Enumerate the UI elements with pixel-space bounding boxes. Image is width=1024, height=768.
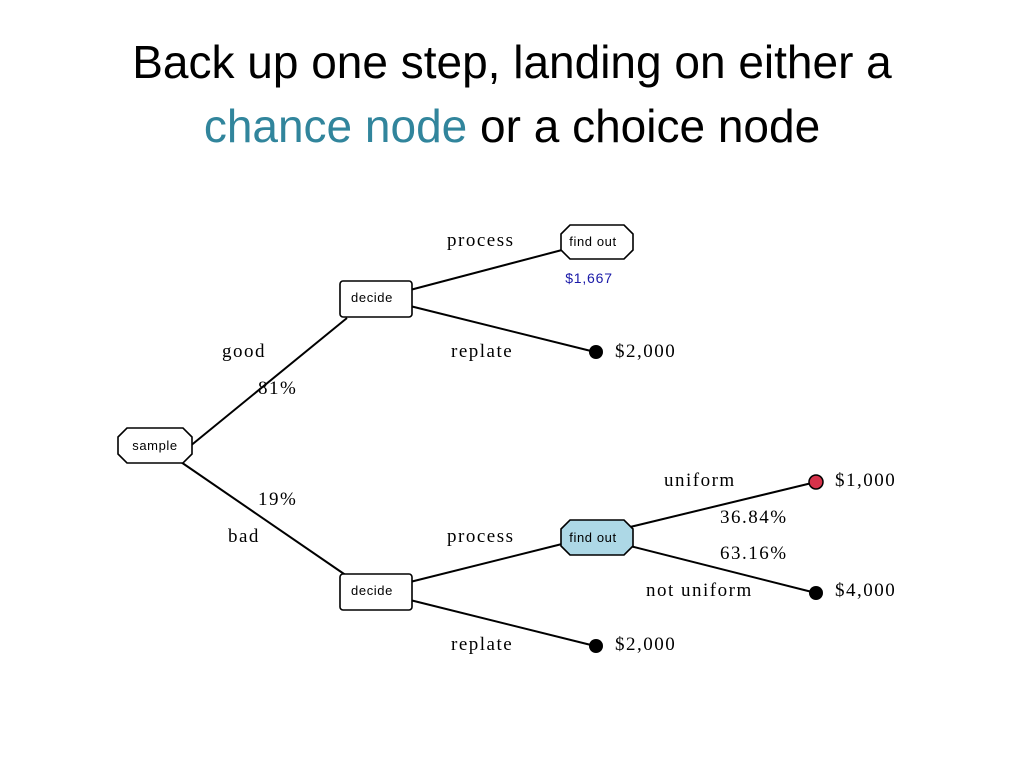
decide-node-bottom: decide (339, 573, 413, 611)
payoff-uniform: $1,000 (835, 470, 896, 491)
decide-top-label: decide (351, 290, 393, 305)
title-line-1: Back up one step, landing on either a (132, 36, 892, 88)
terminal-not-uniform (809, 586, 823, 600)
payoff-not-uniform: $4,000 (835, 580, 896, 601)
branch-label-bottom-replate: replate (451, 634, 513, 655)
root-node: sample (117, 427, 193, 464)
findout-top-label: find out (569, 234, 616, 249)
decide-node-top: decide (339, 280, 413, 318)
branch-label-top-process: process (447, 230, 514, 251)
edge-not-uniform (629, 545, 817, 594)
branch-prob-uniform: 36.84% (720, 507, 788, 528)
branch-prob-good: 81% (258, 378, 297, 399)
terminal-uniform (808, 474, 824, 490)
branch-label-bottom-process: process (447, 526, 514, 547)
edge-uniform (629, 481, 817, 528)
payoff-top-replate: $2,000 (615, 341, 676, 362)
findout-bottom-label: find out (569, 530, 616, 545)
payoff-bottom-replate: $2,000 (615, 634, 676, 655)
title-rest: or a choice node (467, 100, 821, 152)
title-line-2: chance node or a choice node (0, 94, 1024, 158)
edge-bottom-replate (409, 599, 596, 647)
edge-top-process (409, 249, 563, 291)
root-node-label: sample (132, 438, 178, 453)
findout-node-bottom: find out (560, 519, 634, 556)
slide-title: Back up one step, landing on either a ch… (0, 30, 1024, 158)
edge-bottom-process (409, 543, 563, 583)
branch-label-top-replate: replate (451, 341, 513, 362)
branch-label-bad: bad (228, 526, 260, 547)
decide-bottom-label: decide (351, 583, 393, 598)
edge-top-replate (409, 305, 596, 353)
terminal-top-replate (589, 345, 603, 359)
branch-label-good: good (222, 341, 266, 362)
branch-prob-bad: 19% (258, 489, 297, 510)
title-highlight: chance node (203, 100, 468, 152)
findout-node-top: find out (560, 224, 634, 260)
branch-label-not-uniform: not uniform (646, 580, 753, 601)
branch-prob-not-uniform: 63.16% (720, 543, 788, 564)
branch-label-uniform: uniform (664, 470, 736, 491)
edge-good (177, 317, 348, 457)
findout-top-value: $1,667 (565, 270, 613, 286)
terminal-bottom-replate (589, 639, 603, 653)
edge-bad (177, 459, 348, 577)
